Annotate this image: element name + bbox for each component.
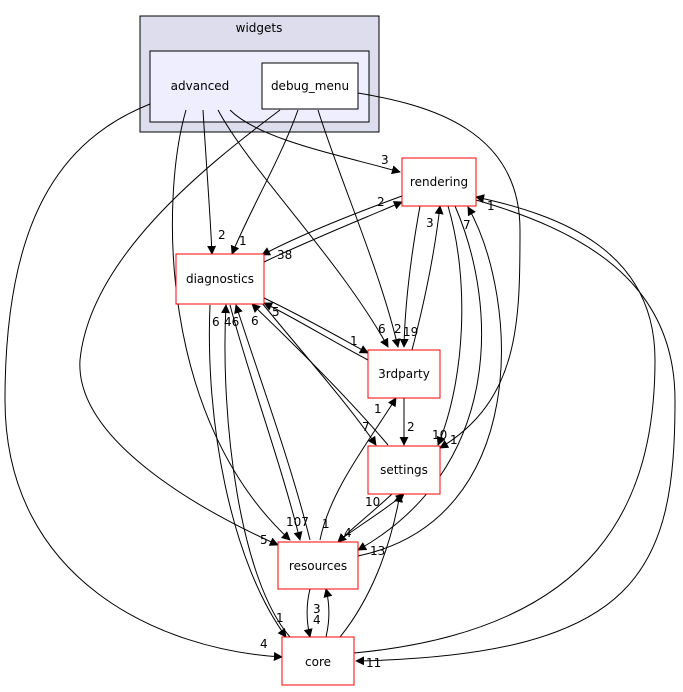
- edge-advanced-diagnostics: [202, 109, 217, 255]
- edge-labels: 3 2 2 1 38 3 7 1 1 5 6 2 19 6 46 6 1 7 2…: [212, 153, 495, 670]
- edge-3rdparty-rendering: [411, 205, 444, 351]
- edges: [4, 92, 676, 666]
- edge-advanced-resources: [171, 109, 291, 541]
- edge-3rdparty-diagnostics: [263, 302, 369, 361]
- node-diagnostics[interactable]: diagnostics: [175, 253, 265, 305]
- edge-label: 2: [377, 195, 385, 209]
- edge-label: 4: [313, 613, 321, 627]
- edge-advanced-core: [4, 103, 283, 662]
- advanced-label: advanced: [171, 79, 230, 93]
- edge-core-settings: [339, 493, 404, 638]
- edge-resources-3rdparty: [319, 397, 397, 541]
- edge-debugmenu-resources: [79, 109, 281, 546]
- edge-resources-diagnostics: [234, 304, 311, 541]
- node-core[interactable]: core: [281, 636, 355, 686]
- edge-label: 38: [277, 248, 292, 262]
- edge-label: 4: [260, 637, 268, 651]
- edge-advanced-rendering: [229, 109, 401, 175]
- node-resources[interactable]: resources: [277, 541, 359, 590]
- edge-label: 5: [260, 533, 268, 547]
- edge-label: 19: [403, 325, 418, 339]
- edge-label: 3: [426, 216, 434, 230]
- edge-label: 3: [313, 602, 321, 616]
- edge-diagnostics-core: [208, 304, 287, 638]
- diagnostics-label: diagnostics: [186, 272, 254, 286]
- edge-label: 6: [251, 314, 259, 328]
- edge-rendering-3rdparty: [399, 205, 421, 348]
- edge-label: 2: [407, 420, 415, 434]
- edge-label: 1: [374, 402, 382, 416]
- edge-debugmenu-diagnostics: [230, 109, 299, 255]
- edge-resources-rendering: [357, 206, 502, 557]
- edge-label: 1: [322, 517, 330, 531]
- edge-label: 7: [463, 218, 471, 232]
- edge-label: 11: [366, 656, 381, 670]
- cluster-widgets-label: widgets: [236, 21, 283, 35]
- edge-rendering-resources: [357, 205, 482, 551]
- edge-label: 1: [350, 334, 358, 348]
- edge-label: 1: [276, 611, 284, 625]
- core-label: core: [305, 655, 331, 669]
- edge-label: 4: [344, 526, 352, 540]
- edge-label: 2: [218, 228, 226, 242]
- edge-debugmenu-3rdparty: [317, 109, 401, 348]
- node-3rdparty[interactable]: 3rdparty: [367, 349, 441, 399]
- edge-label: 3: [381, 153, 389, 167]
- edge-settings-diagnostics: [251, 303, 389, 446]
- edge-label: 10: [365, 495, 380, 509]
- debug-menu-label: debug_menu: [271, 79, 349, 93]
- node-rendering[interactable]: rendering: [401, 157, 477, 207]
- node-debug-menu[interactable]: debug_menu: [261, 62, 359, 110]
- edge-label: 5: [272, 305, 280, 319]
- edge-rendering-diagnostics: [261, 195, 403, 256]
- edge-label: 107: [286, 515, 309, 529]
- edge-diagnostics-resources: [229, 304, 303, 541]
- edge-label: 46: [224, 315, 239, 329]
- edge-label: 13: [370, 544, 385, 558]
- edge-label: 6: [378, 322, 386, 336]
- edge-core-resources: [323, 588, 333, 638]
- edge-settings-resources: [337, 493, 393, 543]
- edge-label: 1: [450, 433, 458, 447]
- edge-label: 2: [394, 322, 402, 336]
- edge-diagnostics-rendering: [263, 201, 403, 263]
- edge-label: 1: [487, 199, 495, 213]
- edge-label: 1: [239, 234, 247, 248]
- settings-label: settings: [380, 463, 428, 477]
- edge-advanced-3rdparty: [217, 109, 389, 348]
- edge-label: 10: [432, 428, 447, 442]
- edge-rendering-core: [355, 199, 676, 666]
- 3rdparty-label: 3rdparty: [378, 367, 430, 381]
- resources-label: resources: [289, 559, 347, 573]
- edge-core-diagnostics: [221, 304, 291, 638]
- edge-label: 6: [212, 315, 220, 329]
- edge-core-rendering: [353, 194, 656, 654]
- edge-diagnostics-settings: [261, 302, 377, 446]
- node-settings[interactable]: settings: [367, 445, 441, 495]
- edge-debugmenu-settings: [357, 92, 521, 449]
- edge-label: 7: [362, 420, 370, 434]
- edge-resources-core: [303, 588, 313, 638]
- edge-rendering-settings: [436, 205, 463, 446]
- rendering-label: rendering: [410, 175, 468, 189]
- edge-diagnostics-3rdparty: [263, 297, 369, 354]
